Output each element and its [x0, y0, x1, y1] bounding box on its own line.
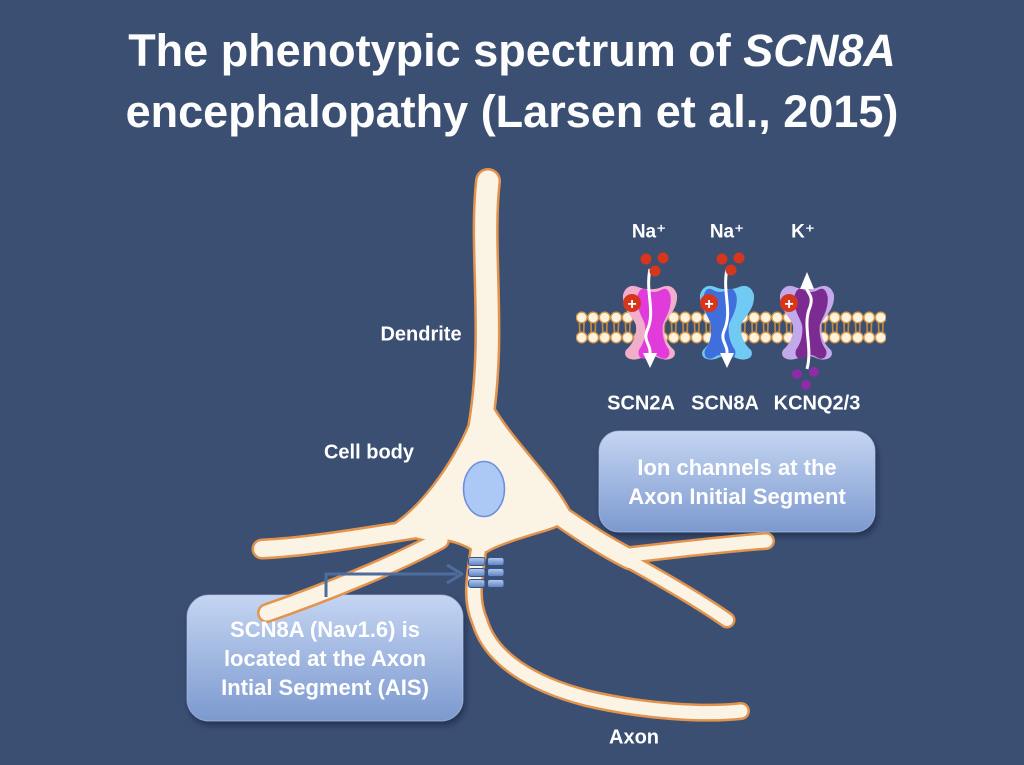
left-dendrite: [254, 518, 444, 557]
positive-charge-icon: [780, 294, 798, 312]
connector-arrow: [324, 563, 464, 597]
svg-text:+: +: [627, 296, 636, 313]
axon-process: [467, 539, 748, 720]
ion-channels-callout-box: [598, 430, 876, 533]
slide-title: The phenotypic spectrum of SCN8A encepha…: [0, 20, 1024, 142]
scn8a-callout-text: SCN8A (Nav1.6) is located at the Axon In…: [187, 595, 463, 721]
axon-label: Axon: [609, 726, 659, 749]
sodium-ions: [640, 252, 745, 277]
scn8a-callout-line-3: Intial Segment (AIS): [221, 674, 429, 700]
inward-current-arrow: [721, 268, 730, 354]
lower-left-dendrite: [259, 532, 448, 621]
title-line-1: The phenotypic spectrum of SCN8A: [0, 20, 1024, 81]
na-ion-label-1: Na⁺: [631, 221, 667, 243]
right-dendrite-upper: [615, 534, 773, 563]
positive-charge-icon: [623, 294, 641, 312]
nucleus: [462, 460, 506, 518]
dendrite-label: Dendrite: [380, 323, 462, 346]
kcnq-label: KCNQ2/3: [773, 392, 861, 415]
inward-current-arrow: [644, 268, 653, 354]
k-ion-label: K⁺: [791, 221, 815, 243]
title-line1-gene: SCN8A: [743, 25, 896, 76]
ion-channels-callout-text: Ion channels at the Axon Initial Segment: [599, 431, 875, 532]
scn8a-channel: +: [699, 268, 755, 368]
outward-current-arrow: [805, 288, 813, 370]
svg-text:+: +: [704, 296, 713, 313]
right-dendrite-lower: [618, 552, 733, 626]
scn8a-callout-line-2: located at the Axon: [223, 645, 427, 671]
positive-charge-icon: [700, 294, 718, 312]
na-ion-label-2: Na⁺: [709, 221, 745, 243]
scn8a-label: SCN8A: [691, 392, 759, 415]
ais-channel-bars: [468, 557, 505, 588]
cell-body-label: Cell body: [323, 441, 415, 464]
scn8a-callout-line-1: SCN8A (Nav1.6) is: [230, 616, 420, 642]
title-line1-regular: The phenotypic spectrum of: [128, 25, 744, 76]
ion-channels-callout-line-2: Axon Initial Segment: [628, 483, 846, 509]
potassium-ions: [792, 367, 819, 390]
apical-dendrite: [469, 170, 499, 439]
kcnq-channel: +: [779, 272, 835, 370]
scn2a-label: SCN2A: [607, 392, 675, 415]
scn2a-channel: +: [622, 268, 678, 368]
svg-text:+: +: [784, 296, 793, 313]
title-line-2: encephalopathy (Larsen et al., 2015): [125, 86, 899, 137]
ion-channels-callout-line-1: Ion channels at the: [637, 454, 837, 480]
